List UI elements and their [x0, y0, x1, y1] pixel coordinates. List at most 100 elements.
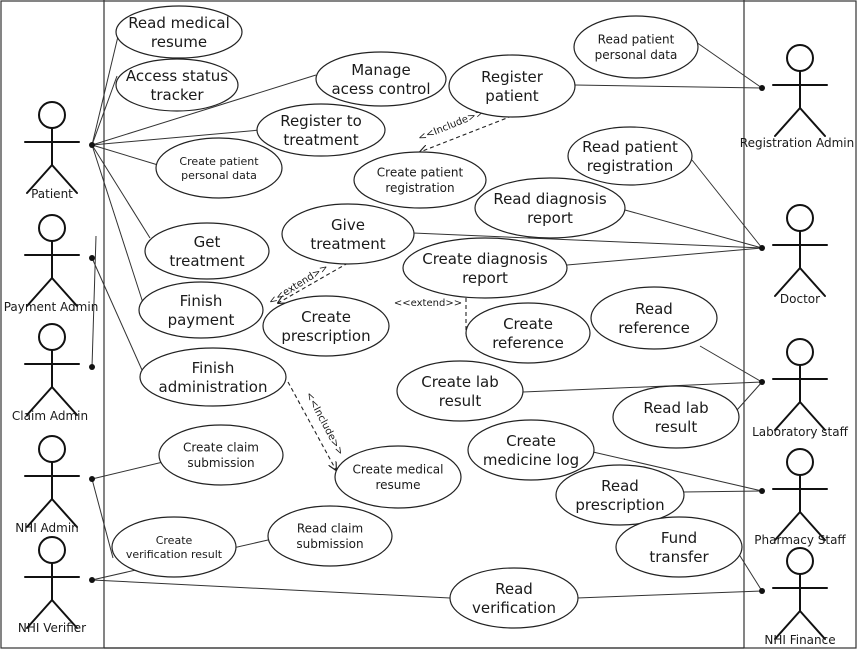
use-case-ellipse: [555, 464, 685, 526]
use-case-ellipse: [158, 424, 284, 486]
actor-nhi-finance[interactable]: NHI Finance: [764, 547, 836, 647]
use-case-ellipse: [262, 295, 390, 357]
actor-doctor[interactable]: Doctor: [772, 204, 828, 306]
association-line: [91, 235, 97, 368]
use-case-label: Create: [301, 308, 351, 326]
use-case-label: Create diagnosis: [422, 250, 548, 268]
use-case-ellipse: [267, 505, 393, 567]
use-case-ellipse: [590, 286, 718, 350]
actor-connector-dot: [89, 577, 95, 583]
use-case-label: result: [439, 392, 482, 410]
actor-limb: [774, 610, 801, 640]
use-case-label: Register: [481, 68, 544, 86]
use-case-label: prescription: [281, 327, 370, 345]
association-line: [695, 41, 763, 89]
association-line: [91, 478, 114, 559]
actor-limb: [51, 386, 78, 416]
use-case-ellipse: [615, 516, 743, 578]
actor-limb: [26, 498, 53, 528]
actor-patient[interactable]: Patient: [24, 101, 80, 201]
actor-nhi-verifier[interactable]: NHI Verifier: [18, 536, 86, 635]
use-case-ellipse: [115, 5, 243, 59]
use-case-label: report: [462, 269, 508, 287]
use-case-label: Create claim: [183, 441, 259, 455]
association-line: [566, 247, 763, 266]
association-line: [91, 257, 143, 371]
actor-limb: [799, 401, 826, 431]
actor-nhi-admin[interactable]: NHI Admin: [15, 435, 80, 535]
use-case-ellipse: [139, 347, 287, 407]
actor-payment-admin[interactable]: Payment Admin: [4, 214, 99, 314]
dependency-label: <<extend>>: [394, 298, 462, 309]
use-case-ellipse: [573, 15, 699, 79]
use-case-ellipse: [111, 516, 237, 578]
actor-label: Payment Admin: [4, 300, 99, 314]
actor-limb: [26, 386, 53, 416]
use-case-ellipse: [115, 58, 239, 112]
actor-limb: [799, 511, 826, 541]
use-case-label: submission: [187, 456, 254, 470]
actor-limb: [799, 107, 826, 137]
use-case-label: verification result: [126, 548, 223, 561]
use-case-label: Access status: [126, 67, 228, 85]
actor-connector-dot: [759, 588, 765, 594]
association-line: [682, 490, 763, 493]
use-case-label: Read: [635, 300, 673, 318]
association-line: [91, 129, 261, 146]
association-line: [576, 590, 763, 599]
actor-connector-dot: [89, 142, 95, 148]
use-case-label: submission: [296, 537, 363, 551]
dependency-line: [420, 115, 513, 152]
actor-claim-admin[interactable]: Claim Admin: [12, 323, 88, 423]
actor-label: Registration Admin: [740, 136, 854, 150]
use-case-label: Get: [194, 233, 221, 251]
association-line: [91, 144, 144, 304]
actor-laboratory-staff[interactable]: Laboratory staff: [752, 338, 849, 439]
actor-pharmacy-staff[interactable]: Pharmacy Staff: [754, 448, 846, 547]
actor-connector-dot: [759, 85, 765, 91]
actor-connector-dot: [89, 476, 95, 482]
use-case-label: treatment: [169, 252, 244, 270]
use-case-label: Fund: [661, 529, 697, 547]
actor-connector-dot: [89, 364, 95, 370]
actor-label: Pharmacy Staff: [754, 533, 846, 547]
association-line: [91, 579, 451, 599]
actor-registration-admin[interactable]: Registration Admin: [740, 44, 854, 150]
association-line: [91, 461, 164, 480]
use-case-ellipse: [467, 419, 595, 481]
use-case-label: Read medical: [128, 14, 230, 32]
actor-limb: [51, 277, 78, 307]
association-line: [91, 144, 159, 166]
use-case-ellipse: [256, 103, 386, 157]
actor-head: [38, 435, 66, 463]
